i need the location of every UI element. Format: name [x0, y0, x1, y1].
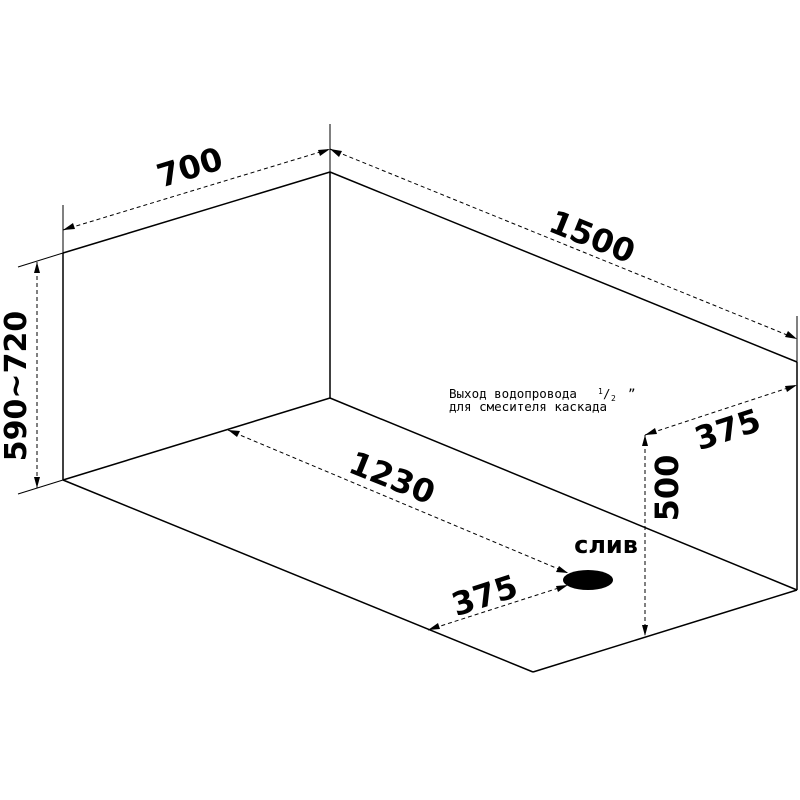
label-drain-offset: 375 [447, 567, 522, 624]
label-drain: слив [574, 531, 638, 559]
arrow-outlet-offset-end [785, 385, 797, 392]
arrow-outlet-offset-start [645, 428, 657, 435]
label-outlet-offset: 375 [690, 401, 765, 458]
ext-height-top [17, 252, 64, 268]
edge-bottom-back-short [62, 397, 331, 481]
arrow-length-start [330, 149, 342, 157]
note-outlet-line1: Выход водопровода [449, 386, 577, 401]
arrow-height-top [34, 262, 40, 273]
dimension-outlet-height: 500 [642, 435, 686, 636]
label-outlet-height: 500 [648, 455, 686, 522]
dim-line-inner-length [227, 429, 569, 574]
drain-hole [563, 570, 613, 590]
note-outlet-line2: для смесителя каскада [449, 399, 607, 414]
ext-height-bottom [17, 479, 64, 495]
edge-bottom-front-long [62, 479, 534, 673]
arrow-outlet-height-top [642, 435, 648, 446]
dimension-drain-offset: 375 [427, 567, 569, 631]
outlet-note: Выход водопровода 1 / 2 ” для смесителя … [449, 386, 636, 414]
arrow-inner-length-start [228, 430, 240, 437]
label-length: 1500 [544, 203, 641, 272]
arrow-height-bottom [34, 477, 40, 488]
arrow-width-start [63, 223, 75, 230]
arrow-length-end [785, 331, 797, 339]
note-outlet-fraction-mark: ” [628, 386, 636, 401]
dimension-length: 1500 [329, 148, 798, 340]
edge-bottom-back-long [329, 397, 798, 591]
dim-line-outlet-offset [644, 384, 798, 436]
arrow-width-end [318, 149, 330, 156]
dim-line-length [329, 148, 798, 340]
arrow-outlet-height-bottom [642, 625, 648, 636]
bathtub-outline [62, 171, 798, 673]
dim-line-drain-offset [427, 584, 569, 631]
drain: слив [563, 531, 638, 590]
label-height: 590~720 [0, 311, 34, 461]
edge-top-back-short [62, 171, 331, 254]
arrow-drain-offset-end [556, 585, 568, 592]
arrow-drain-offset-start [428, 623, 440, 630]
note-outlet-fraction-num: 1 [598, 387, 603, 396]
note-outlet-fraction-den: 2 [611, 394, 616, 403]
dimension-outlet-offset: 375 [644, 384, 798, 458]
dimension-inner-length: 1230 [227, 429, 569, 574]
note-outlet-fraction-slash: / [603, 386, 611, 401]
extension-lines [17, 124, 798, 495]
dimension-height: 590~720 [0, 262, 40, 488]
dim-line-width [62, 148, 331, 231]
edge-top-back-long [329, 171, 798, 363]
arrow-inner-length-end [556, 566, 568, 573]
edge-bottom-front-short [532, 589, 798, 673]
label-inner-length: 1230 [344, 444, 441, 513]
label-width: 700 [152, 140, 227, 196]
